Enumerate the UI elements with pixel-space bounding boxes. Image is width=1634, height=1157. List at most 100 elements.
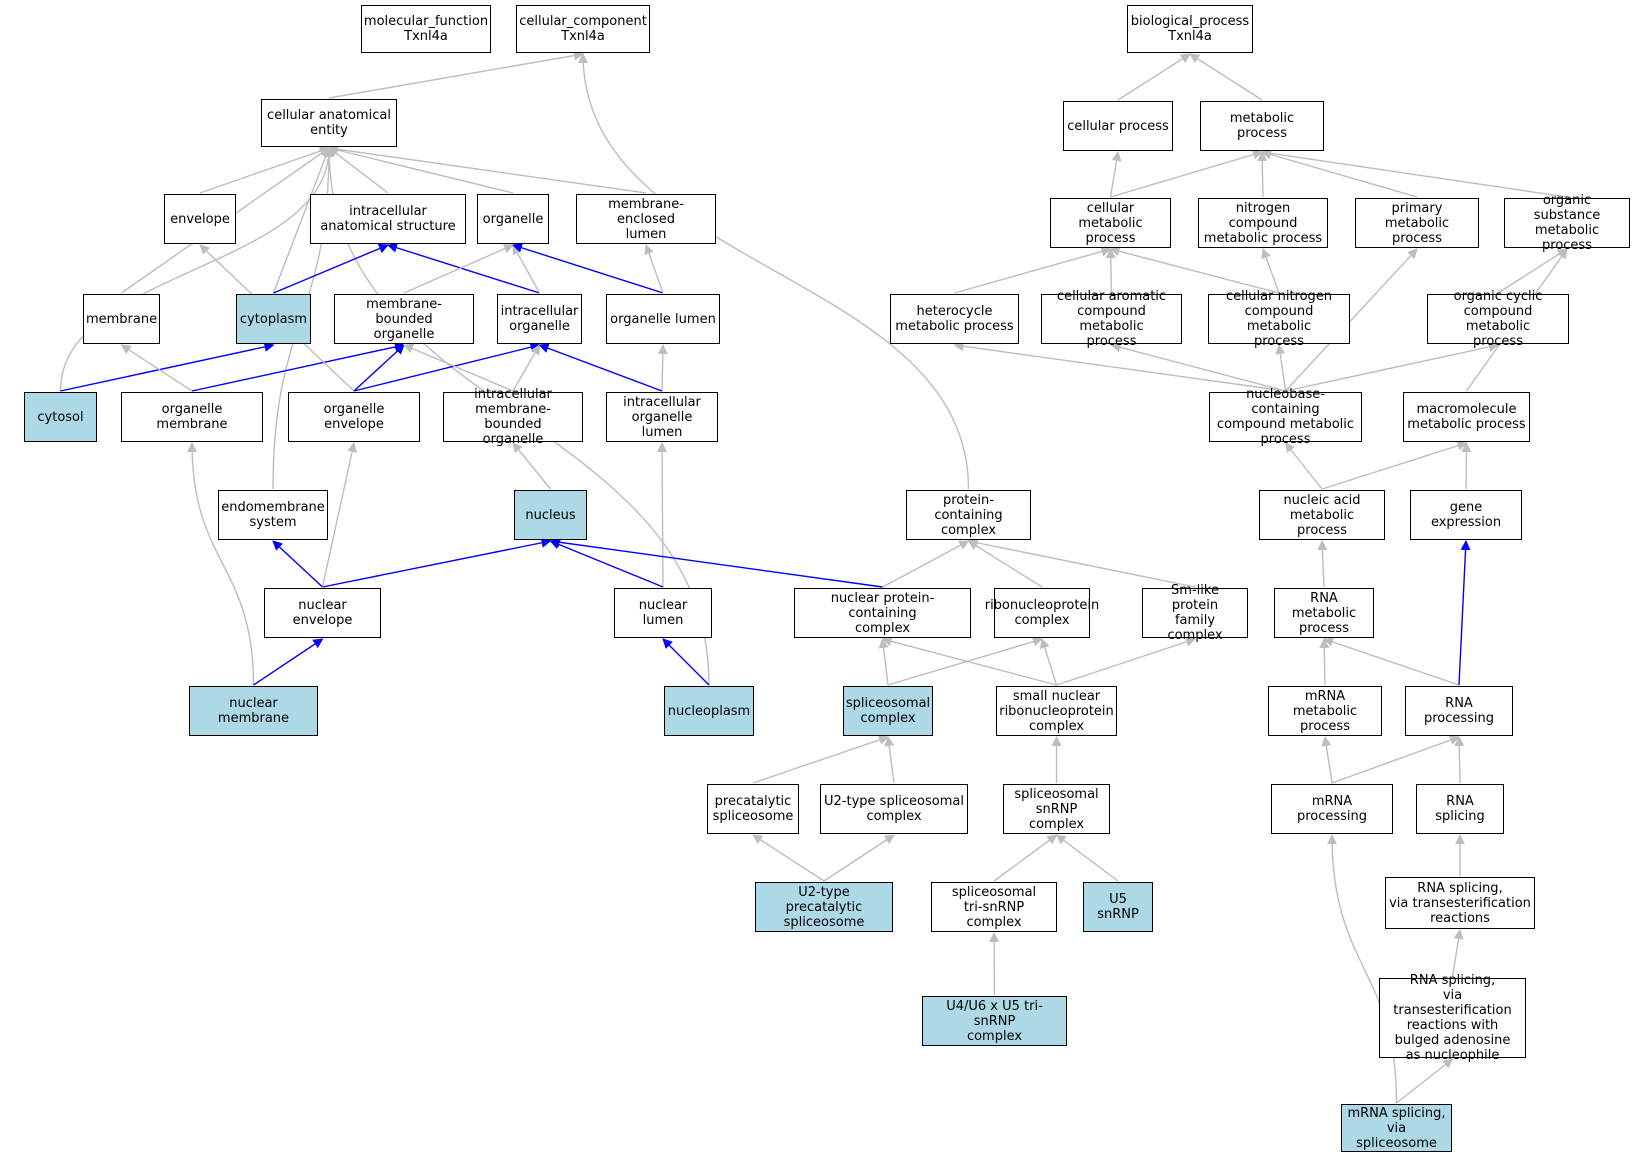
node-envelope[interactable]: envelope — [164, 194, 236, 244]
node-mrna-processing[interactable]: mRNA processing — [1271, 784, 1393, 834]
edge-nucleus-to-intra_mem_bound_org — [512, 442, 552, 490]
node-organelle[interactable]: organelle — [477, 194, 549, 244]
edge-cytoplasm-to-intra_anat — [273, 243, 389, 294]
edge-cell_met-to-cell_proc — [1109, 151, 1122, 198]
node-nucleus[interactable]: nucleus — [514, 490, 587, 540]
node-u2-type-precatalytic-spliceosome[interactable]: U2-type precatalytic spliceosome — [755, 882, 893, 932]
node-cellular-aromatic-compound-metabolic-process[interactable]: cellular aromatic compound metabolic pro… — [1041, 289, 1182, 349]
edge-spliceosomal-to-rnp_complex — [887, 636, 1043, 686]
node-intracellular-organelle[interactable]: intracellular organelle — [497, 294, 582, 344]
node-cellular-metabolic-process[interactable]: cellular metabolic process — [1050, 198, 1171, 248]
edge-intra_org_lumen-to-org_lumen — [657, 344, 668, 392]
node-membrane-enclosed-lumen[interactable]: membrane-enclosed lumen — [576, 194, 716, 244]
node-rna-splicing-bulged-adenosine[interactable]: RNA splicing, via transesterification re… — [1379, 973, 1526, 1063]
edge-tri_snrnp-to-spl_snrnp — [993, 834, 1058, 882]
edge-u2type-to-spliceosomal — [884, 736, 895, 784]
node-rna-splicing-via-transesterification[interactable]: RNA splicing, via transesterification re… — [1385, 877, 1535, 929]
edge-org_sub_met-to-met_proc — [1261, 148, 1568, 198]
node-rna-metabolic-process[interactable]: RNA metabolic process — [1274, 588, 1374, 638]
node-cytosol[interactable]: cytosol — [24, 392, 97, 442]
edge-cell_arom-to-cell_met — [1105, 248, 1116, 294]
node-u4-u6-x-u5-tri-snrnp-complex[interactable]: U4/U6 x U5 tri-snRNP complex — [922, 996, 1067, 1046]
node-endomembrane-system[interactable]: endomembrane system — [218, 490, 328, 540]
edge-u2precat-to-u2type — [823, 834, 895, 882]
node-nuclear-lumen[interactable]: nuclear lumen — [614, 588, 712, 638]
edge-cytoplasm-to-cell_anat — [272, 147, 331, 294]
node-u2-type-spliceosomal-complex[interactable]: U2-type spliceosomal complex — [820, 784, 968, 834]
node-cellular-nitrogen-compound-metabolic-process[interactable]: cellular nitrogen compound metabolic pro… — [1208, 289, 1350, 349]
node-rna-splicing[interactable]: RNA splicing — [1416, 784, 1504, 834]
node-nitrogen-compound-metabolic-process[interactable]: nitrogen compound metabolic process — [1198, 198, 1328, 248]
node-sm-like-protein-family-complex[interactable]: Sm-like protein family complex — [1142, 583, 1248, 643]
edge-intra_org-to-organelle — [512, 244, 541, 294]
node-precatalytic-spliceosome[interactable]: precatalytic spliceosome — [707, 784, 799, 834]
edge-nuc_lumen-to-intra_org_lumen — [657, 442, 668, 588]
node-rna-processing[interactable]: RNA processing — [1405, 686, 1513, 736]
node-organelle-envelope[interactable]: organelle envelope — [288, 392, 420, 442]
node-cellular-component-root[interactable]: cellular_component Txnl4a — [516, 5, 650, 53]
node-cytoplasm[interactable]: cytoplasm — [236, 294, 311, 344]
edge-spliceosomal-to-nuc_prot_complex — [878, 638, 889, 686]
edge-cell_nitro-to-cell_met — [1109, 246, 1280, 294]
edge-snrnp-to-sm_like — [1056, 637, 1196, 686]
edge-cell_met-to-met_proc — [1110, 149, 1263, 198]
node-small-nuclear-ribonucleoprotein-complex[interactable]: small nuclear ribonucleoprotein complex — [996, 686, 1117, 736]
edge-intra_mem_bound_org-to-intra_org — [512, 344, 541, 392]
edge-precat-to-spliceosomal — [752, 735, 889, 784]
node-cellular-process[interactable]: cellular process — [1063, 101, 1173, 151]
edge-rna_spl_bulged-to-rna_spl_trans — [1451, 929, 1464, 978]
node-spliceosomal-tri-snrnp-complex[interactable]: spliceosomal tri-snRNP complex — [931, 882, 1057, 932]
edge-cytosol-to-cytoplasm — [60, 342, 275, 392]
node-biological-process-root[interactable]: biological_process Txnl4a — [1127, 5, 1253, 53]
node-membrane-bounded-organelle[interactable]: membrane-bounded organelle — [334, 294, 474, 344]
node-u5-snrnp[interactable]: U5 snRNP — [1083, 882, 1153, 932]
node-nuclear-envelope[interactable]: nuclear envelope — [264, 588, 381, 638]
node-cellular-anatomical-entity[interactable]: cellular anatomical entity — [261, 99, 397, 147]
node-spliceosomal-snrnp-complex[interactable]: spliceosomal snRNP complex — [1003, 784, 1110, 834]
edge-nucbase-to-cell_arom — [1110, 342, 1286, 392]
edge-sm_like-to-prot_complex — [967, 537, 1196, 588]
edge-rna_splicing-to-rna_proc — [1454, 736, 1465, 784]
node-ribonucleoprotein-complex[interactable]: ribonucleoprotein complex — [985, 588, 1099, 638]
node-nucleoplasm[interactable]: nucleoplasm — [664, 686, 754, 736]
node-metabolic-process[interactable]: metabolic process — [1200, 101, 1324, 151]
edge-intra_mem_bound_org-to-mem_bound_org — [403, 343, 514, 392]
node-membrane[interactable]: membrane — [83, 294, 160, 344]
node-heterocycle-metabolic-process[interactable]: heterocycle metabolic process — [890, 294, 1019, 344]
node-organelle-lumen[interactable]: organelle lumen — [606, 294, 720, 344]
node-intracellular-membrane-bounded-organelle[interactable]: intracellular membrane-bounded organelle — [443, 387, 583, 447]
node-gene-expression[interactable]: gene expression — [1410, 490, 1522, 540]
edge-cell_nitro-to-nitro_met — [1261, 248, 1280, 294]
edge-mrna_proc-to-rna_proc — [1331, 735, 1460, 784]
edge-cell_anat-to-cc_root — [328, 50, 584, 99]
node-macromolecule-metabolic-process[interactable]: macromolecule metabolic process — [1403, 392, 1530, 442]
node-primary-metabolic-process[interactable]: primary metabolic process — [1355, 198, 1479, 248]
node-organelle-membrane[interactable]: organelle membrane — [121, 392, 263, 442]
node-nucleobase-containing-compound-metabolic-process[interactable]: nucleobase-containing compound metabolic… — [1209, 387, 1362, 447]
node-nucleic-acid-metabolic-process[interactable]: nucleic acid metabolic process — [1259, 490, 1385, 540]
edge-nucbase-to-org_cyc — [1285, 342, 1499, 392]
edge-cell_proc-to-bp_root — [1117, 53, 1191, 101]
edge-intra_org-to-intra_anat — [387, 242, 540, 294]
edge-nucbase-to-prim_met — [1284, 248, 1418, 392]
edge-mem_bound_org-to-organelle — [403, 244, 514, 294]
edge-nuc_membrane-to-org_membrane — [187, 442, 255, 686]
edge-met_proc-to-bp_root — [1189, 53, 1263, 101]
edge-org_cyc-to-org_sub_met — [1497, 248, 1568, 294]
edge-org_lumen-to-organelle — [512, 242, 664, 294]
node-organic-cyclic-compound-metabolic-process[interactable]: organic cyclic compound metabolic proces… — [1427, 289, 1569, 349]
node-organic-substance-metabolic-process[interactable]: organic substance metabolic process — [1504, 193, 1630, 253]
node-mrna-metabolic-process[interactable]: mRNA metabolic process — [1268, 686, 1382, 736]
node-nuclear-membrane[interactable]: nuclear membrane — [189, 686, 318, 736]
node-spliceosomal-complex[interactable]: spliceosomal complex — [843, 686, 933, 736]
node-molecular-function-root[interactable]: molecular_function Txnl4a — [361, 5, 491, 53]
edge-rna_proc-to-gene_expr — [1458, 540, 1471, 686]
edge-nuc_envelope-to-endomembrane — [272, 540, 323, 588]
node-nuclear-protein-containing-complex[interactable]: nuclear protein-containing complex — [794, 588, 971, 638]
node-intracellular-anatomical-structure[interactable]: intracellular anatomical structure — [310, 194, 466, 244]
edge-nuc_lumen-to-nucleus — [549, 539, 664, 588]
node-mrna-splicing-via-spliceosome[interactable]: mRNA splicing, via spliceosome — [1341, 1104, 1452, 1152]
node-intracellular-organelle-lumen[interactable]: intracellular organelle lumen — [606, 392, 718, 442]
node-protein-containing-complex[interactable]: protein-containing complex — [906, 490, 1031, 540]
